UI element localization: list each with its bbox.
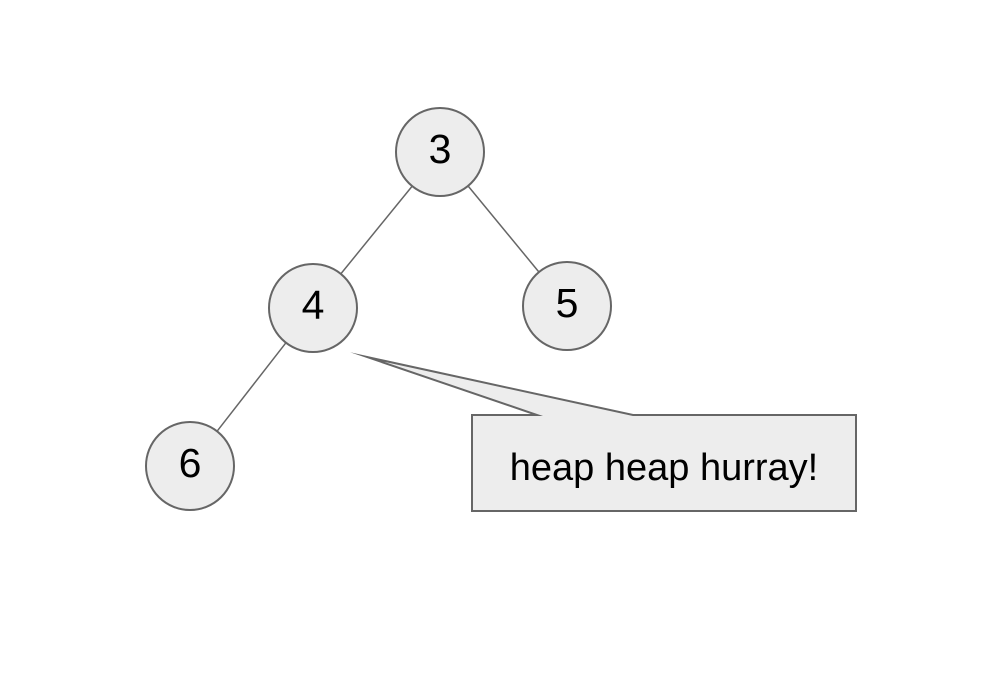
node-circle bbox=[395, 107, 485, 197]
callout-text: heap heap hurray! bbox=[510, 447, 818, 489]
tree-node-5: 5 bbox=[522, 261, 612, 351]
tree-edge-n3-n5 bbox=[467, 185, 540, 273]
node-circle bbox=[522, 261, 612, 351]
callout: heap heap hurray! bbox=[350, 352, 857, 512]
tree-nodes: 3 4 5 6 bbox=[145, 107, 612, 511]
tree-node-6: 6 bbox=[145, 421, 235, 511]
node-circle bbox=[145, 421, 235, 511]
node-label: 5 bbox=[556, 280, 579, 326]
node-label: 4 bbox=[302, 282, 325, 328]
node-label: 3 bbox=[429, 126, 452, 172]
tree-edge-n3-n4 bbox=[340, 185, 413, 275]
tree-edges bbox=[216, 185, 540, 432]
node-circle bbox=[268, 263, 358, 353]
node-label: 6 bbox=[179, 440, 202, 486]
callout-bubble bbox=[350, 352, 857, 512]
tree-node-3: 3 bbox=[395, 107, 485, 197]
tree-node-4: 4 bbox=[268, 263, 358, 353]
tree-edge-n4-n6 bbox=[216, 342, 287, 432]
